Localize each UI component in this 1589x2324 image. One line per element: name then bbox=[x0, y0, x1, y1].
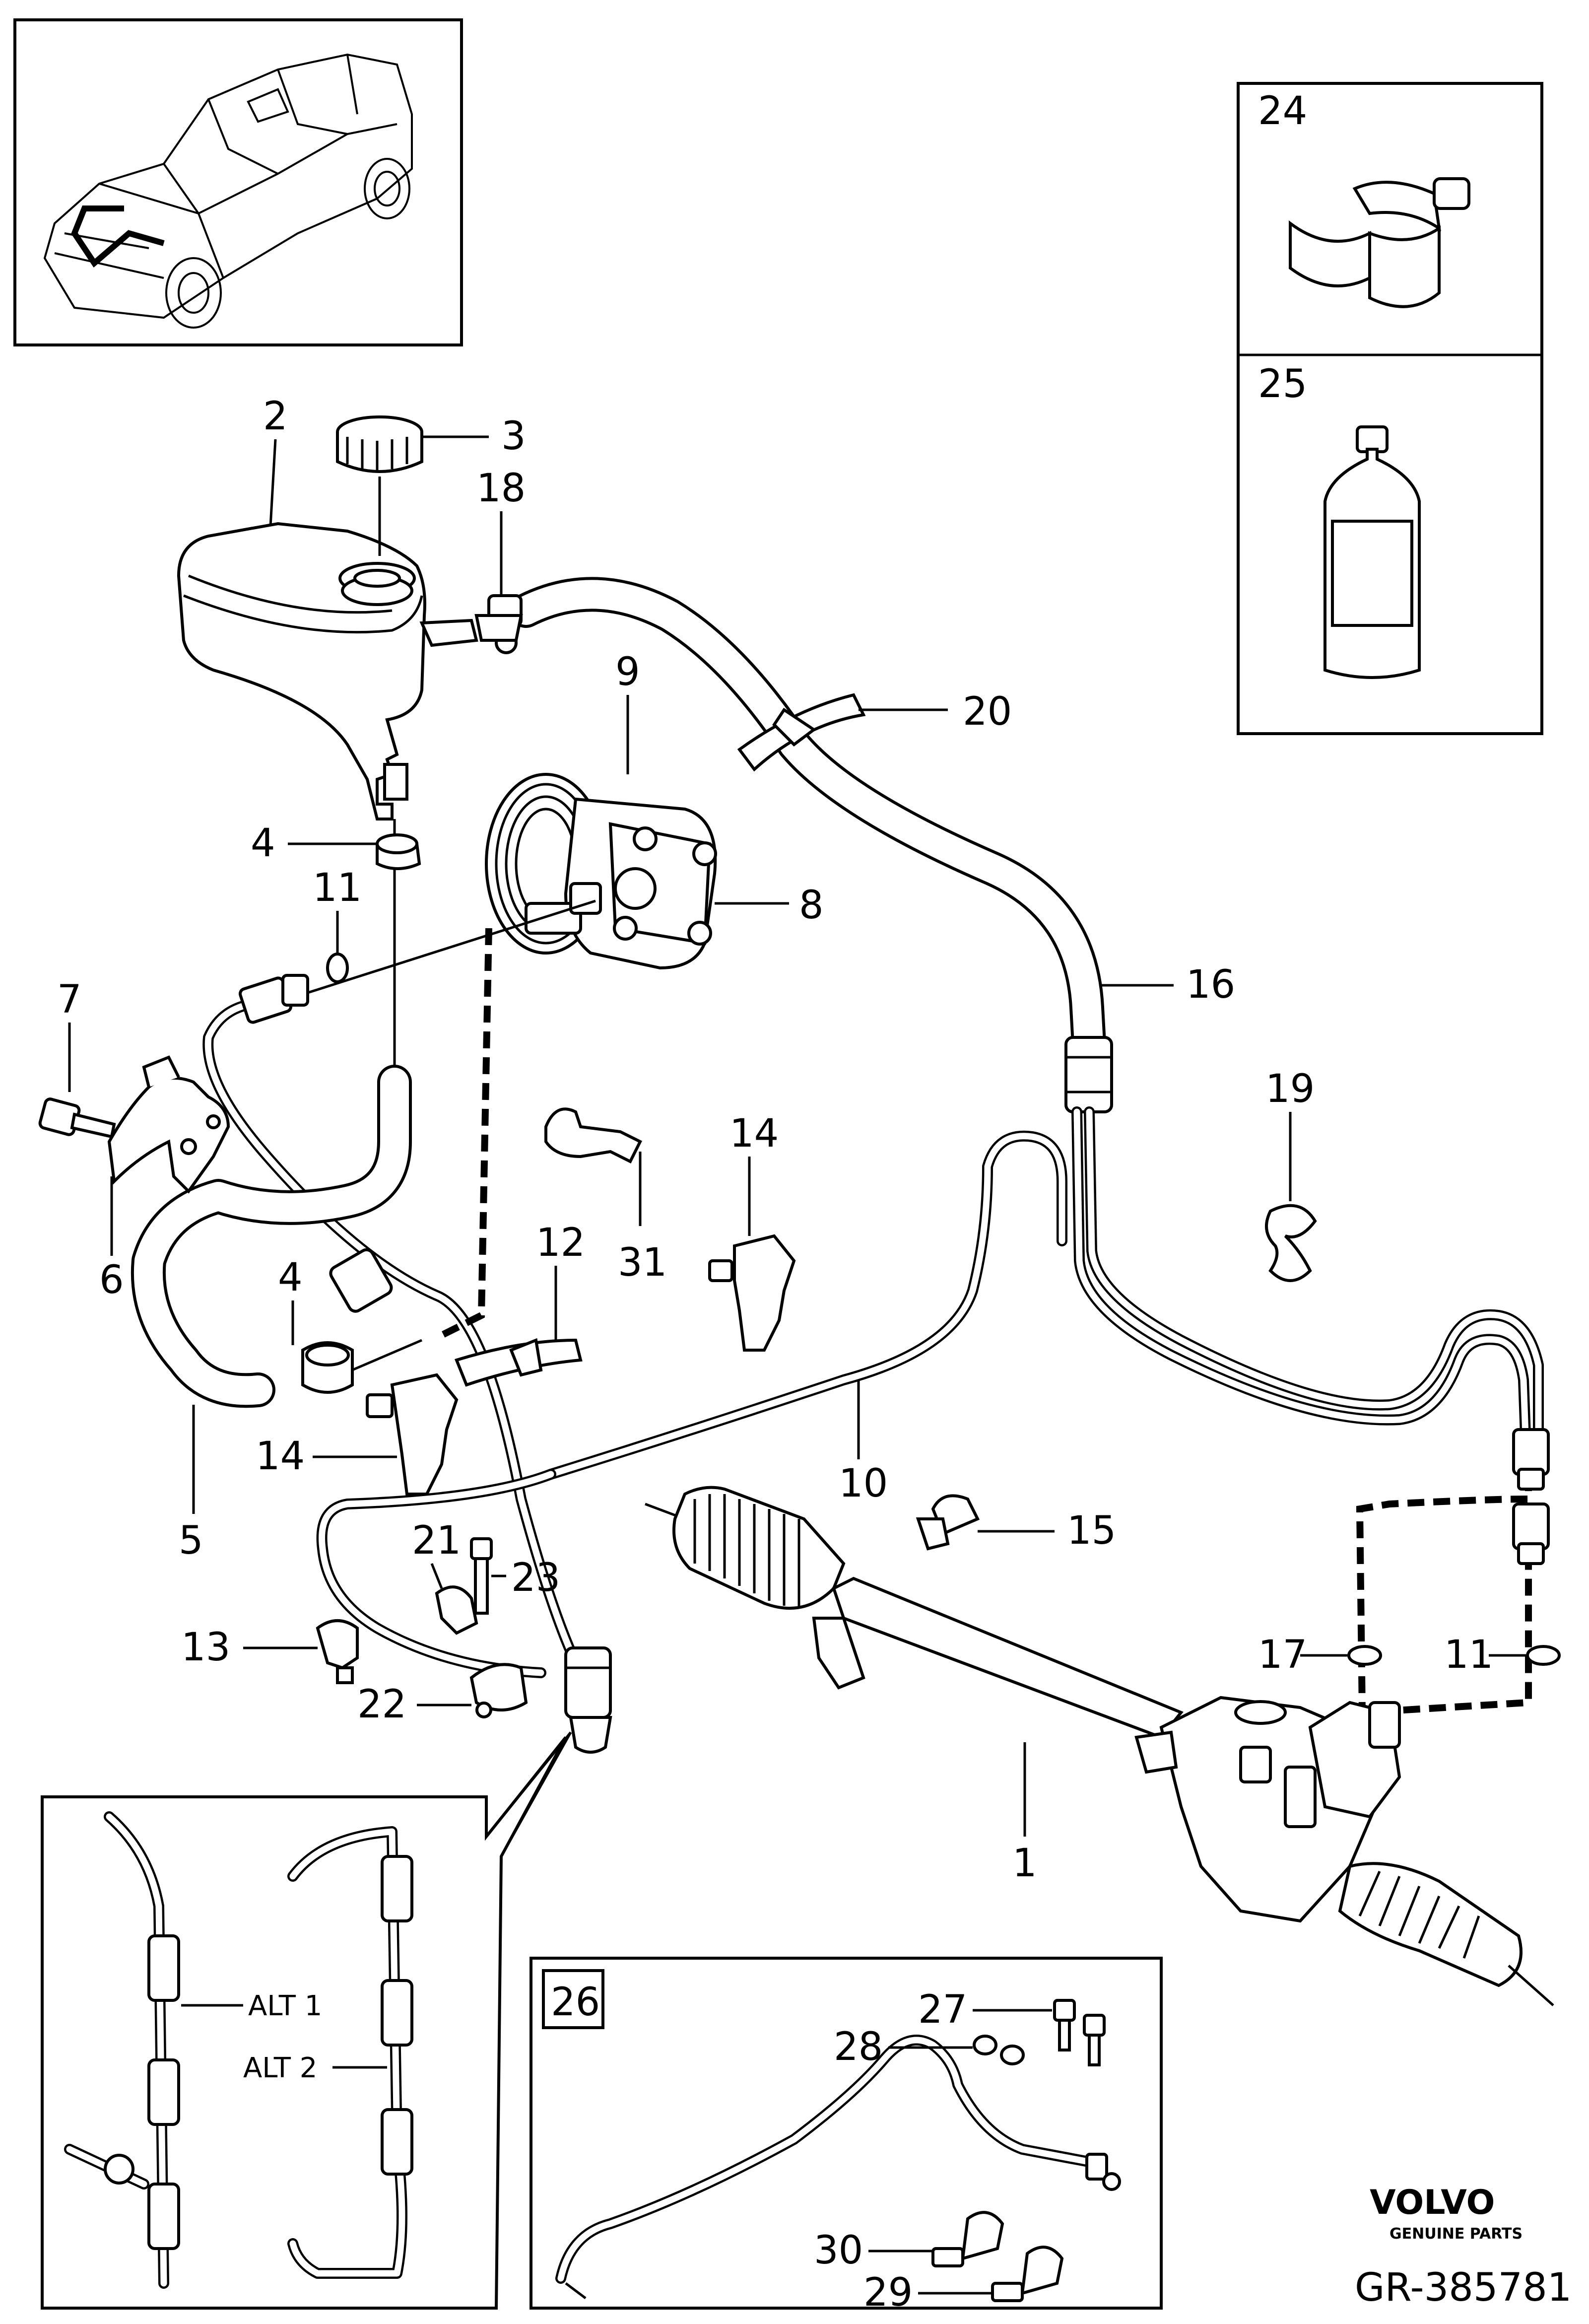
seal-ring-11-upper: 11 bbox=[307, 866, 596, 994]
alternatives-inset: ALT 1 ALT 2 bbox=[41, 1731, 572, 2310]
steering-rack-1: 1 bbox=[645, 1486, 1554, 2006]
callout-8: 8 bbox=[799, 883, 824, 928]
clip-14-lower: 14 bbox=[256, 1373, 459, 1496]
callout-15: 15 bbox=[1067, 1508, 1116, 1553]
callout-4-upper: 4 bbox=[251, 821, 275, 866]
pressure-pipes bbox=[202, 974, 1544, 1754]
callout-30: 30 bbox=[814, 2228, 863, 2273]
callout-1: 1 bbox=[1012, 1841, 1037, 1886]
callout-27: 27 bbox=[918, 1987, 967, 2032]
brand-name: VOLVO bbox=[1370, 2183, 1495, 2222]
pipe-fittings-right bbox=[1512, 1428, 1550, 1565]
callout-23: 23 bbox=[511, 1556, 560, 1600]
reference-code: GR-385781 bbox=[1355, 2265, 1572, 2310]
callout-6: 6 bbox=[99, 1258, 124, 1302]
vehicle-overview-inset bbox=[13, 18, 463, 346]
callout-18: 18 bbox=[476, 466, 526, 511]
callout-29: 29 bbox=[863, 2270, 913, 2315]
clip-15: 15 bbox=[916, 1494, 1116, 1553]
callout-25: 25 bbox=[1258, 362, 1307, 407]
callout-2: 2 bbox=[263, 394, 288, 439]
callout-14-upper: 14 bbox=[729, 1111, 779, 1156]
fluid-bottle-icon bbox=[1324, 425, 1421, 679]
brand-tagline: GENUINE PARTS bbox=[1390, 2225, 1523, 2243]
callout-31: 31 bbox=[618, 1240, 667, 1285]
callout-10: 10 bbox=[839, 1461, 888, 1506]
pipe-sleeve bbox=[329, 1248, 393, 1313]
alt-2-label: ALT 2 bbox=[243, 2052, 317, 2084]
return-hose-16 bbox=[509, 577, 1113, 1113]
clamp-4-lower: 4 bbox=[278, 1255, 422, 1394]
callout-7: 7 bbox=[57, 977, 82, 1022]
part-26-inset: 26 27 28 30 29 bbox=[530, 1957, 1163, 2315]
hose-clamp-18: 18 bbox=[474, 466, 526, 654]
clip-13: 13 bbox=[181, 1619, 359, 1684]
callout-5: 5 bbox=[179, 1518, 203, 1563]
callout-4-lower: 4 bbox=[278, 1255, 303, 1300]
car-outline-icon bbox=[43, 53, 413, 329]
callout-9: 9 bbox=[615, 650, 640, 694]
callout-3: 3 bbox=[501, 414, 526, 459]
suction-hose-5: 5 bbox=[131, 819, 412, 1563]
fluid-reservoir-2: 2 bbox=[177, 394, 478, 820]
callout-24: 24 bbox=[1258, 89, 1307, 134]
bolt-23: 23 bbox=[470, 1537, 560, 1615]
clamp-4-upper: 4 bbox=[251, 821, 421, 870]
callout-14-lower: 14 bbox=[256, 1434, 305, 1479]
clamp-30-icon bbox=[931, 2211, 1004, 2267]
clip-14-upper: 14 bbox=[708, 1111, 796, 1352]
bolt-7: 7 bbox=[38, 977, 116, 1139]
seal-ring-17: 17 bbox=[1258, 1633, 1382, 1677]
alt-1-label: ALT 1 bbox=[248, 1990, 322, 2022]
callout-19: 19 bbox=[1265, 1067, 1315, 1111]
nut-28-icon bbox=[973, 2035, 1025, 2065]
clip-24-icon bbox=[1289, 177, 1470, 308]
part-24-box: 24 25 bbox=[1237, 82, 1543, 735]
volvo-logo: VOLVO GENUINE PARTS bbox=[1370, 2183, 1523, 2243]
clamp-12: 12 bbox=[455, 1221, 585, 1387]
clip-21: 21 bbox=[412, 1518, 478, 1635]
callout-26: 26 bbox=[551, 1980, 600, 2025]
callout-17: 17 bbox=[1258, 1633, 1307, 1677]
clip-19: 19 bbox=[1265, 1067, 1317, 1282]
clamp-22: 22 bbox=[357, 1663, 528, 1727]
callout-16: 16 bbox=[1186, 962, 1235, 1007]
callout-22: 22 bbox=[357, 1682, 406, 1727]
bracket-6: 6 bbox=[99, 1055, 230, 1302]
callout-11-upper: 11 bbox=[313, 866, 362, 910]
reservoir-cap-3: 3 bbox=[336, 414, 526, 556]
hose-clamp-20: 20 bbox=[737, 689, 1012, 772]
callout-11-lower: 11 bbox=[1444, 1633, 1493, 1677]
bolt-27-icon bbox=[1053, 1999, 1106, 2066]
callout-21: 21 bbox=[412, 1518, 461, 1563]
callout-28: 28 bbox=[834, 2025, 883, 2069]
callout-20: 20 bbox=[963, 689, 1012, 734]
clamp-29-icon bbox=[991, 2246, 1064, 2302]
connection-dashed-pump bbox=[440, 928, 492, 1339]
callout-13: 13 bbox=[181, 1625, 230, 1670]
clip-31: 31 bbox=[544, 1107, 667, 1285]
callout-12: 12 bbox=[536, 1221, 585, 1265]
connection-dashed-rack bbox=[1356, 1474, 1532, 1716]
seal-ring-11-lower: 11 bbox=[1444, 1633, 1561, 1677]
